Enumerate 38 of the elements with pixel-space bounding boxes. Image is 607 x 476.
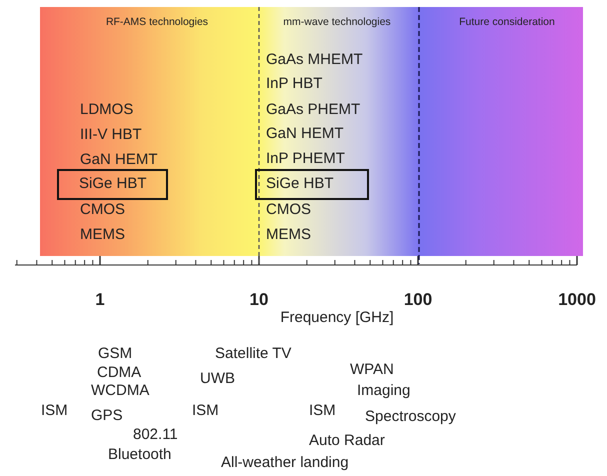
label-text: GaAs PHEMT <box>266 101 360 119</box>
label-text: GaAs MHEMT <box>266 51 363 69</box>
label-text: Spectroscopy <box>365 408 456 426</box>
label-text: 802.11 <box>133 426 178 444</box>
label-text: Bluetooth <box>108 446 172 464</box>
highlight-box: SiGe HBT <box>255 169 369 200</box>
label-text: UWB <box>200 370 235 388</box>
label-text: MEMS <box>266 226 311 244</box>
highlight-box: SiGe HBT <box>57 169 168 200</box>
label-text: ISM <box>309 402 336 420</box>
tick-label: 10 <box>250 291 268 309</box>
label-text: Frequency [GHz] <box>280 309 394 327</box>
label-text: CMOS <box>266 201 311 219</box>
label-text: WCDMA <box>91 382 150 400</box>
label-text: GPS <box>91 407 123 425</box>
label-text: WPAN <box>350 361 394 379</box>
region-heading: mm-wave technologies <box>283 15 391 30</box>
label-text: All-weather landing <box>221 454 349 472</box>
label-text: CDMA <box>97 364 142 382</box>
label-text: GaN HEMT <box>266 125 344 143</box>
label-text: ISM <box>41 402 68 420</box>
tick-label: 1 <box>95 291 105 309</box>
label-text: Satellite TV <box>215 345 292 363</box>
label-text: MEMS <box>80 226 125 244</box>
label-text: Auto Radar <box>309 432 385 450</box>
label-text: LDMOS <box>80 101 134 119</box>
label-text: GSM <box>98 345 132 363</box>
label-text: Imaging <box>357 382 410 400</box>
label-text: InP HBT <box>266 75 322 93</box>
label-text: III-V HBT <box>80 126 142 144</box>
region-heading: RF-AMS technologies <box>106 15 208 30</box>
label-text: InP PHEMT <box>266 150 345 168</box>
tick-label: 100 <box>404 291 432 309</box>
region-heading: Future consideration <box>459 15 555 30</box>
label-text: GaN HEMT <box>80 151 158 169</box>
label-text: ISM <box>192 402 219 420</box>
label-text: CMOS <box>80 201 125 219</box>
tick-label: 1000 <box>558 291 596 309</box>
